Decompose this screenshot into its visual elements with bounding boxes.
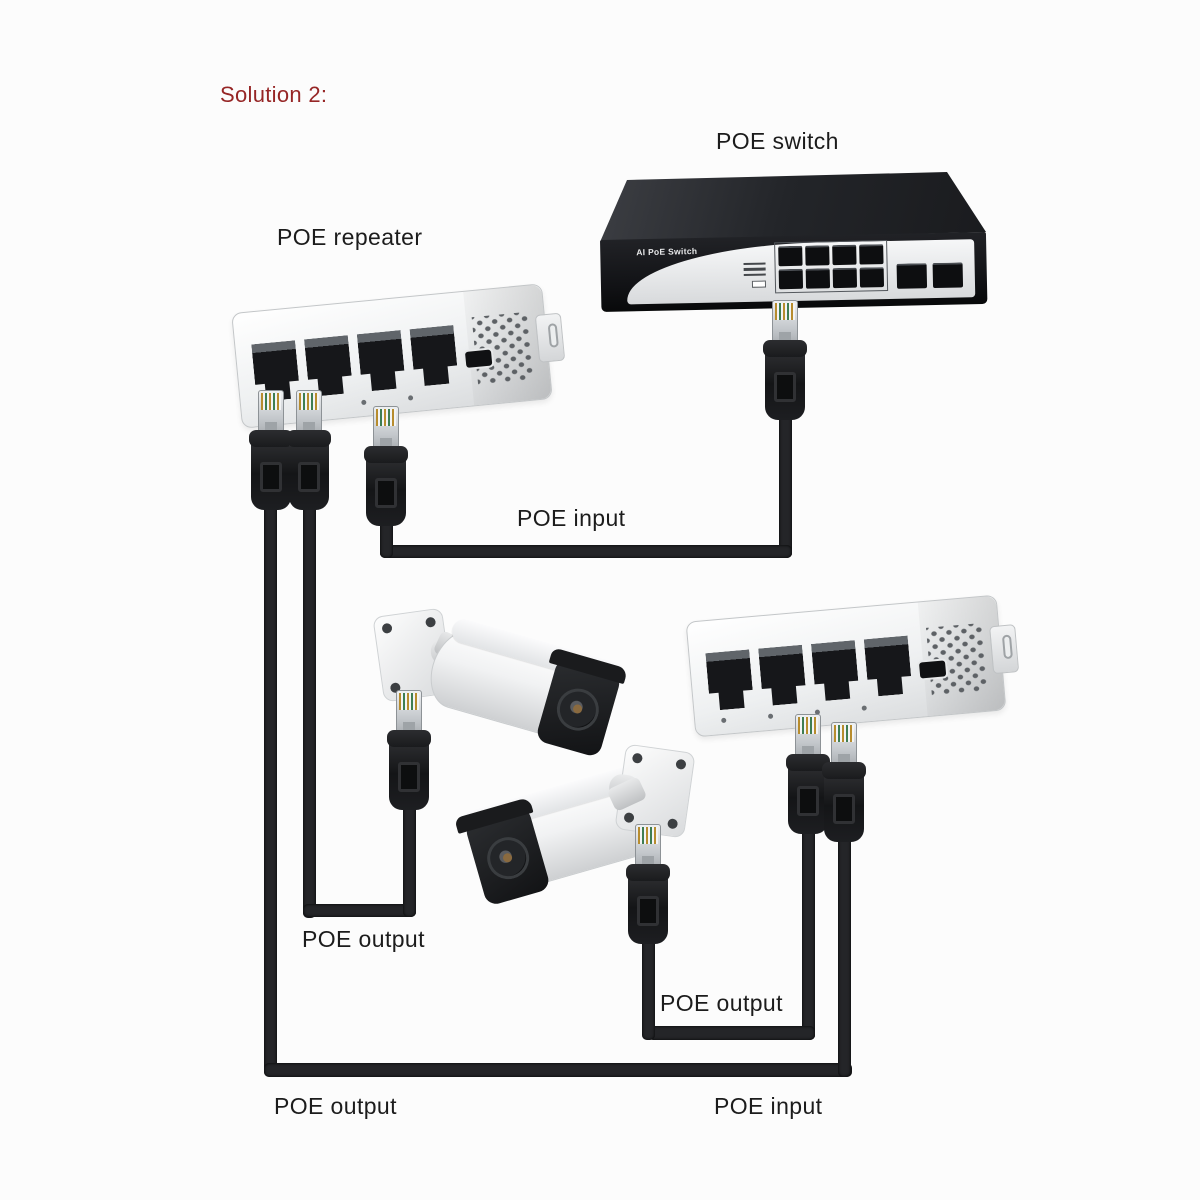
rj45-boot [364,446,408,526]
poe-output-cam2-label: POE output [660,990,783,1016]
sw-port [832,244,857,266]
rj45-tip [373,406,399,448]
up-port [932,262,964,289]
port-rj [758,645,807,707]
poe-switch-label: POE switch [716,128,839,154]
port-rj [304,335,353,397]
rj45-tip [795,714,821,756]
rj45-tip [396,690,422,732]
rj45-tip [831,722,857,764]
sw-port [805,245,830,266]
cable-chain-vertical-right [838,832,851,1077]
port-rj [410,325,459,387]
sw-port [805,268,831,289]
rj45-boot [387,730,431,810]
rj45-boot [822,762,866,842]
poe-repeater-label: POE repeater [277,224,423,250]
rj45-tip [296,390,322,432]
sw-port [859,267,885,288]
port-rj [357,330,406,392]
rj45-connector-switch [763,300,807,420]
poe-switch-mode-switch [751,280,767,288]
sw-port [778,245,803,267]
poe-output-chain-label: POE output [274,1093,397,1119]
rj45-connector-repeater1-port3 [364,406,408,526]
port-rj [705,649,754,711]
cable-poe-input-horizontal [380,545,792,558]
sw-port [832,267,858,289]
cable-chain-horizontal [264,1063,852,1077]
solution-title: Solution 2: [220,82,328,107]
poe-switch-uplink-ports [896,262,964,289]
cable-poe-input-vertical-repeater [380,518,393,558]
poe-switch-top-face [600,172,986,242]
rj45-connector-repeater2-port2 [822,722,866,842]
sw-port [859,244,884,265]
poe-switch-rj45-ports [774,239,889,294]
repeater-vent-holes [925,623,988,696]
cable-poe-input-vertical-switch [779,408,792,558]
rj45-connector-camera2 [626,824,670,944]
repeater-mount-tab [989,624,1020,675]
port-rj [864,636,913,698]
repeater-rj45-ports [705,636,912,711]
camera-lens [551,683,604,736]
repeater-mount-tab [534,312,566,363]
camera-lens [482,832,535,885]
rj45-tip [772,300,798,342]
sw-port [778,268,804,290]
repeater-vent-holes [471,311,534,385]
rj45-boot [249,430,293,510]
poe-output-cam1-label: POE output [302,926,425,952]
cable-output-cam2-vertical-right [802,826,815,1040]
rj45-tip [635,824,661,866]
cable-chain-vertical-left [264,498,277,1076]
rj45-connector-repeater1-port1 [249,390,293,510]
camera-lens-block [464,805,552,907]
rj45-boot [626,864,670,944]
poe-input-top-label: POE input [517,505,626,531]
cable-output-cam1-horizontal [303,904,416,917]
camera-body [422,616,627,759]
repeater-aux-port [464,349,493,368]
cable-output-cam1-vertical-right [403,802,416,917]
cable-output-cam2-horizontal [648,1026,815,1040]
cable-output-cam1-vertical-left [303,498,316,918]
poe-switch-indicator-text [743,262,767,288]
poe-switch-device: AI PoE Switch [598,168,990,320]
poe-input-chain-label: POE input [714,1093,823,1119]
up-port [896,263,928,289]
rj45-tip [258,390,284,432]
poe-repeater-2 [685,594,1020,738]
rj45-connector-repeater1-port2 [287,390,331,510]
rj45-connector-camera1 [387,690,431,810]
port-rj [811,640,860,702]
rj45-boot [763,340,807,420]
repeater-aux-port [918,660,947,679]
poe-switch-front-text: AI PoE Switch [636,245,698,258]
rj45-boot [287,430,331,510]
cable-output-cam2-vertical-left [642,928,655,1040]
